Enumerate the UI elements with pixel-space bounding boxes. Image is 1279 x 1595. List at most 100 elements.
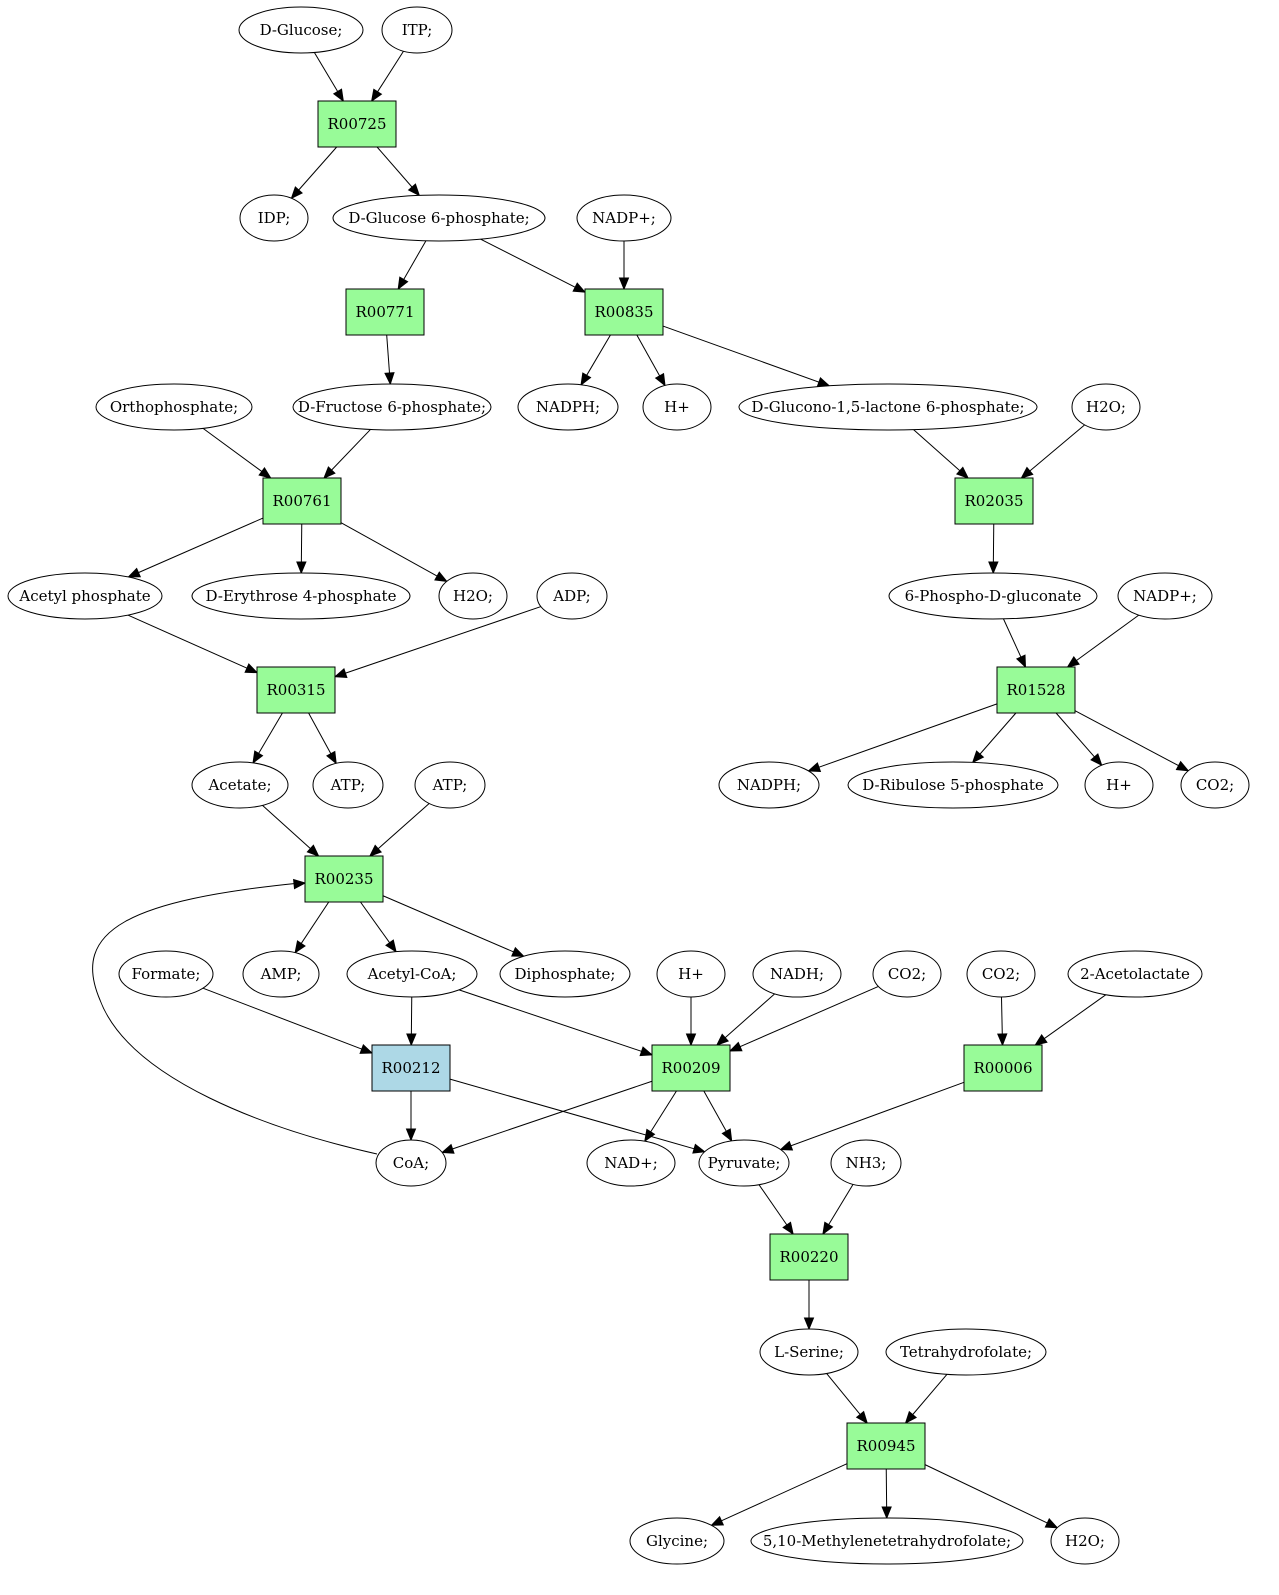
edge-g6p-to-r00771 — [397, 240, 427, 291]
edge-acetylcoa-to-r00212 — [406, 996, 417, 1047]
edge-h2o1-to-r02035 — [1020, 424, 1085, 479]
edge-r00235-to-diphosphate — [382, 895, 525, 957]
node-label: CO2; — [982, 965, 1020, 983]
compound-node-ribulose: D-Ribulose 5-phosphate — [847, 761, 1059, 809]
compound-ellipse — [499, 950, 631, 998]
edge-co2b-to-r00209 — [728, 985, 879, 1052]
edge-r00771-to-f6p — [384, 334, 395, 386]
node-label: R02035 — [964, 492, 1023, 510]
node-label: NH3; — [846, 1154, 887, 1172]
compound-node-glucose: D-Glucose; — [238, 6, 364, 54]
node-label: R00835 — [594, 303, 653, 321]
reaction-node-r00235: R00235 — [304, 855, 384, 903]
compound-node-adp: ADP; — [536, 572, 608, 620]
reaction-node-r00945: R00945 — [846, 1422, 926, 1470]
compound-node-pyruvate: Pyruvate; — [698, 1139, 790, 1187]
node-label: CoA; — [393, 1154, 429, 1172]
reaction-box — [769, 1233, 849, 1281]
compound-node-acetate: Acetate; — [191, 761, 289, 809]
compound-ellipse — [750, 1517, 1024, 1565]
compound-node-pgluconate: 6-Phospho-D-gluconate — [888, 572, 1098, 620]
edge-adp-to-r00315 — [333, 606, 542, 678]
node-label: H2O; — [1086, 398, 1126, 416]
compound-ellipse — [1071, 383, 1141, 431]
node-label: H+ — [678, 965, 704, 983]
node-label: D-Glucono-1,5-lactone 6-phosphate; — [751, 398, 1024, 416]
node-label: ITP; — [402, 21, 433, 39]
reaction-node-r00835: R00835 — [584, 288, 664, 336]
compound-ellipse — [759, 1328, 859, 1376]
compound-ellipse — [966, 950, 1036, 998]
node-label: 2-Acetolactate — [1080, 965, 1190, 983]
node-label: R00220 — [779, 1248, 838, 1266]
node-label: 6-Phospho-D-gluconate — [905, 587, 1082, 605]
compound-ellipse — [375, 1139, 447, 1187]
edge-r00315-to-atp1 — [308, 712, 337, 765]
reaction-node-r00220: R00220 — [769, 1233, 849, 1281]
node-label: R01528 — [1006, 681, 1065, 699]
compound-ellipse — [118, 950, 214, 998]
reaction-box — [963, 1044, 1043, 1092]
compound-ellipse — [752, 950, 842, 998]
node-label: Tetrahydrofolate; — [900, 1343, 1032, 1361]
edge-r00761-to-h2o2 — [340, 522, 448, 583]
edge-acetolactate-to-r00006 — [1034, 994, 1107, 1046]
compound-ellipse — [642, 383, 712, 431]
node-label: R00212 — [381, 1059, 440, 1077]
compound-node-itp: ITP; — [381, 6, 453, 54]
compound-ellipse — [698, 1139, 790, 1187]
node-label: R00945 — [856, 1437, 915, 1455]
node-label: R00235 — [314, 870, 373, 888]
compound-node-co2b: CO2; — [872, 950, 942, 998]
edges-layer — [92, 50, 1190, 1529]
compound-ellipse — [517, 383, 619, 431]
node-label: ATP; — [432, 776, 468, 794]
node-label: Glycine; — [646, 1532, 708, 1550]
node-label: ATP; — [330, 776, 366, 794]
compound-ellipse — [95, 383, 253, 431]
edge-itp-to-r00725 — [370, 50, 404, 103]
compound-ellipse — [888, 572, 1098, 620]
node-label: Orthophosphate; — [110, 398, 238, 416]
reaction-box — [584, 288, 664, 336]
edge-r00220-to-serine — [803, 1280, 815, 1331]
compound-node-glycine: Glycine; — [629, 1517, 725, 1565]
node-label: R00761 — [272, 492, 331, 510]
compound-ellipse — [242, 950, 320, 998]
compound-ellipse — [536, 572, 608, 620]
compound-node-glucono: D-Glucono-1,5-lactone 6-phosphate; — [738, 383, 1038, 431]
node-label: ADP; — [552, 587, 590, 605]
node-label: H2O; — [453, 587, 493, 605]
edge-r00761-to-acetylp — [127, 517, 264, 578]
edge-coa-to-r00235 — [92, 878, 378, 1155]
compound-node-atp2: ATP; — [414, 761, 486, 809]
reaction-node-r00761: R00761 — [262, 477, 342, 525]
edge-r00315-to-acetate — [252, 712, 283, 765]
compound-ellipse — [438, 572, 508, 620]
compound-node-atp1: ATP; — [312, 761, 384, 809]
edge-r00945-to-glycine — [710, 1463, 848, 1526]
node-label: 5,10-Methylenetetrahydrofolate; — [763, 1532, 1011, 1550]
compound-ellipse — [872, 950, 942, 998]
node-label: NADP+; — [1133, 587, 1197, 605]
edge-r00725-to-g6p — [376, 146, 421, 197]
node-label: D-Glucose; — [260, 21, 343, 39]
compound-node-methylenethf: 5,10-Methylenetetrahydrofolate; — [750, 1517, 1024, 1565]
edge-acetylcoa-to-r00209 — [458, 989, 654, 1057]
edge-thf-to-r00945 — [904, 1374, 948, 1425]
reaction-node-r00209: R00209 — [651, 1044, 731, 1092]
compound-ellipse — [7, 572, 163, 620]
edge-r00235-to-amp — [294, 901, 330, 954]
node-label: CO2; — [888, 965, 926, 983]
edge-r01528-to-ribulose — [971, 712, 1017, 764]
compound-node-e4p: D-Erythrose 4-phosphate — [191, 572, 411, 620]
edge-r00761-to-e4p — [296, 523, 307, 575]
edge-pgluconate-to-r01528 — [1003, 618, 1027, 669]
edge-glucono-to-r02035 — [913, 429, 970, 479]
compound-ellipse — [1117, 572, 1213, 620]
edge-f6p-to-r00761 — [323, 429, 371, 479]
edge-r01528-to-co2a — [1074, 710, 1190, 772]
node-label: Diphosphate; — [515, 965, 616, 983]
reaction-box — [345, 288, 425, 336]
